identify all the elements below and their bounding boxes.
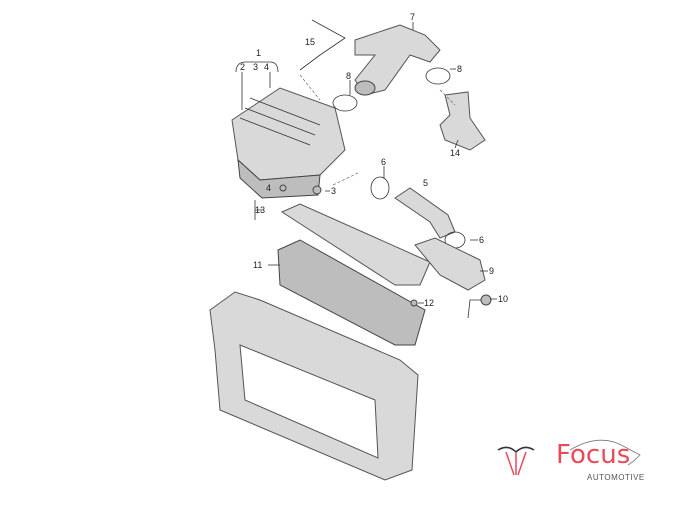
callout-13: 13: [255, 205, 265, 215]
intake-duct: [354, 24, 441, 96]
intake-hose: [394, 187, 456, 239]
lower-air-duct: [277, 239, 426, 346]
focus-logo-mark: [497, 439, 641, 476]
air-filter-housing: [231, 87, 346, 199]
callout-3b: 3: [331, 186, 336, 196]
resonator: [414, 237, 486, 291]
clamp-6a: [370, 176, 390, 200]
callout-7: 7: [410, 12, 415, 22]
callout-10: 10: [498, 294, 508, 304]
logo-subtitle: AUTOMOTIVE: [587, 473, 645, 482]
clip-10: [480, 294, 492, 306]
callout-15: 15: [305, 37, 315, 47]
callout-9: 9: [489, 266, 494, 276]
callout-3: 3: [253, 62, 258, 72]
clamp-8b: [425, 67, 451, 85]
callout-5: 5: [423, 178, 428, 188]
callout-8a: 8: [346, 71, 351, 81]
callout-14: 14: [450, 148, 460, 158]
callout-8b: 8: [457, 64, 462, 74]
callout-11: 11: [253, 260, 262, 270]
breather-hose: [299, 19, 346, 71]
callout-1: 1: [256, 48, 261, 58]
filter-element: [280, 203, 431, 286]
bolt-4: [279, 184, 287, 192]
logo-wordmark: Focus: [556, 440, 631, 470]
callout-4: 4: [264, 62, 269, 72]
clamp-8a: [332, 94, 358, 112]
callout-4b: 4: [266, 183, 271, 193]
grommet-3: [312, 185, 322, 195]
callout-6a: 6: [381, 157, 386, 167]
callout-12: 12: [424, 298, 434, 308]
front-carrier: [209, 291, 419, 481]
elbow-pipe: [439, 91, 486, 151]
callout-2: 2: [240, 62, 245, 72]
callout-6b: 6: [479, 235, 484, 245]
pipe-10: [467, 299, 485, 319]
bolt-12: [410, 299, 418, 307]
